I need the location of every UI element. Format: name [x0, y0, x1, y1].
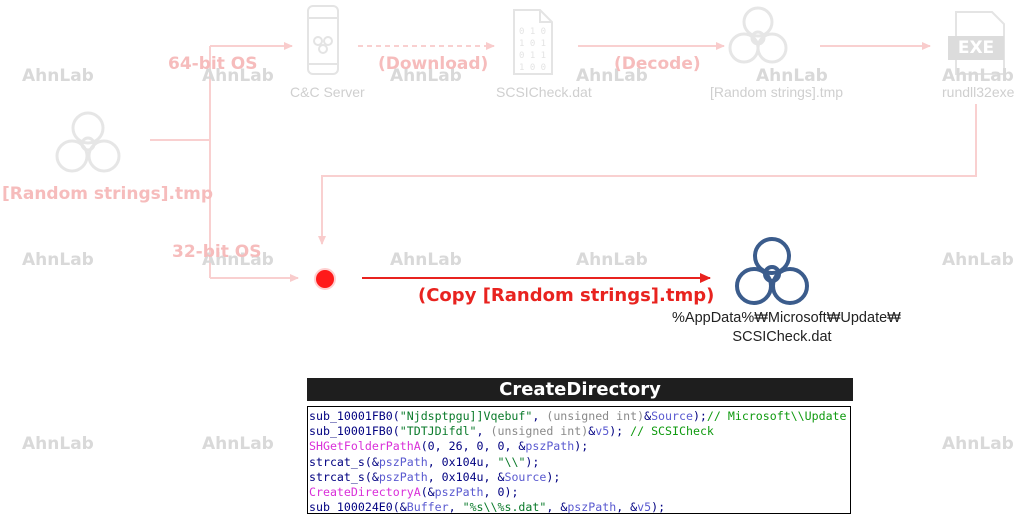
branch-connector: [150, 42, 299, 282]
svg-text:0 1 1: 0 1 1: [519, 51, 546, 61]
code-token: );: [692, 409, 707, 423]
watermark: AhnLab: [576, 250, 648, 270]
code-line: sub_10001FB0("TDTJDifdl", (unsigned int)…: [309, 424, 850, 439]
code-token: , 0x104u, &: [427, 469, 505, 484]
code-token: pszPath: [434, 484, 484, 499]
code-token: v5: [637, 500, 652, 514]
code-token: // Microsoft\\Update: [706, 409, 847, 423]
rundll32-label: rundll32exe: [942, 84, 1014, 100]
server-icon: [307, 5, 339, 75]
code-token: pszPath: [567, 500, 617, 514]
code-token: sub_100024E0(&: [309, 500, 407, 514]
svg-text:1 0 0: 1 0 0: [519, 63, 546, 73]
code-token: // SCSICheck: [630, 424, 714, 439]
code-token: , &: [616, 500, 638, 514]
code-panel: sub_10001FB0("Njdsptpgu]]Vqebuf", (unsig…: [307, 406, 851, 514]
biohazard-icon-left: [55, 111, 121, 173]
branch-32bit-label: 32-bit OS: [172, 242, 262, 262]
code-token: Source: [504, 469, 547, 484]
code-token: (unsigned int): [490, 424, 589, 439]
code-token: );: [546, 469, 561, 484]
code-token: v5: [595, 424, 610, 439]
code-token: );: [651, 500, 666, 514]
biohazard-icon-top: [728, 6, 788, 64]
code-token: ,: [448, 500, 463, 514]
code-line: strcat_s(&pszPath, 0x104u, &Source);: [309, 470, 850, 485]
code-token: ,: [476, 424, 491, 439]
watermark: AhnLab: [756, 66, 828, 86]
code-line: sub_100024E0(&Buffer, "%s\\%s.dat", &psz…: [309, 500, 850, 514]
destination-label: %AppData%₩Microsoft₩Update₩ SCSICheck.da…: [672, 309, 901, 347]
code-token: SHGetFolderPathA: [309, 439, 421, 454]
code-token: pszPath: [378, 454, 428, 469]
watermark: AhnLab: [202, 66, 274, 86]
watermark: AhnLab: [390, 66, 462, 86]
code-token: (unsigned int): [546, 409, 645, 423]
download-label: (Download): [378, 54, 489, 74]
code-panel-title: CreateDirectory: [307, 378, 853, 401]
destination-file: SCSICheck.dat: [732, 329, 832, 345]
code-token: );: [574, 439, 589, 454]
code-token: pszPath: [525, 439, 575, 454]
code-line: SHGetFolderPathA(0, 26, 0, 0, &pszPath);: [309, 439, 850, 454]
code-line: strcat_s(&pszPath, 0x104u, "\\");: [309, 455, 850, 470]
code-line: CreateDirectoryA(&pszPath, 0);: [309, 485, 850, 500]
code-token: pszPath: [378, 469, 428, 484]
cnc-server-label: C&C Server: [290, 84, 365, 100]
code-token: Source: [651, 409, 693, 423]
svg-text:1 0 1: 1 0 1: [519, 39, 546, 49]
code-line: sub_10001FB0("Njdsptpgu]]Vqebuf", (unsig…: [309, 409, 850, 424]
code-token: strcat_s(&: [309, 469, 379, 484]
destination-path: %AppData%₩Microsoft₩Update₩: [672, 310, 901, 326]
binary-file-icon: 0 1 0 1 0 1 0 1 1 1 0 0: [513, 9, 553, 75]
code-token: &: [644, 409, 652, 423]
code-token: , 0);: [483, 484, 519, 499]
svg-text:0 1 0: 0 1 0: [519, 27, 546, 37]
exe-icon-text: EXE: [957, 38, 995, 58]
code-token: Buffer: [406, 500, 449, 514]
code-token: "%s\\%s.dat": [462, 500, 547, 514]
code-token: &: [588, 424, 596, 439]
watermark: AhnLab: [202, 250, 274, 270]
branch-64bit-label: 64-bit OS: [168, 54, 258, 74]
code-token: "Njdsptpgu]]Vqebuf": [399, 409, 533, 423]
start-dot: [314, 268, 336, 290]
code-token: );: [609, 424, 631, 439]
watermark: AhnLab: [22, 434, 94, 454]
exe-file-icon: [948, 11, 1005, 75]
code-token: );: [525, 454, 540, 469]
watermark: AhnLab: [942, 434, 1014, 454]
code-token: (&: [420, 484, 435, 499]
watermark: AhnLab: [942, 250, 1014, 270]
code-token: , &: [546, 500, 568, 514]
decode-label: (Decode): [614, 54, 701, 74]
watermark: AhnLab: [390, 250, 462, 270]
watermark: AhnLab: [22, 66, 94, 86]
biohazard-icon-destination: [735, 237, 809, 305]
code-token: "TDTJDifdl": [399, 424, 477, 439]
scsicheck-dat-label: SCSICheck.dat: [496, 84, 592, 100]
random-tmp-left-label: [Random strings].tmp: [2, 184, 213, 204]
watermark: AhnLab: [942, 66, 1014, 86]
random-tmp-top-label: [Random strings].tmp: [710, 84, 844, 100]
code-token: "\\": [497, 454, 526, 469]
code-token: (0, 26, 0, 0, &: [420, 439, 526, 454]
watermark: AhnLab: [202, 434, 274, 454]
code-token: , 0x104u,: [427, 454, 498, 469]
code-token: ,: [532, 409, 547, 423]
return-connector: [318, 104, 977, 245]
code-token: sub_10001FB0(: [309, 409, 400, 423]
code-token: strcat_s(&: [309, 454, 379, 469]
code-token: sub_10001FB0(: [309, 424, 400, 439]
watermark: AhnLab: [576, 66, 648, 86]
watermark: AhnLab: [22, 250, 94, 270]
code-token: CreateDirectoryA: [309, 484, 421, 499]
copy-label: (Copy [Random strings].tmp): [418, 285, 715, 306]
